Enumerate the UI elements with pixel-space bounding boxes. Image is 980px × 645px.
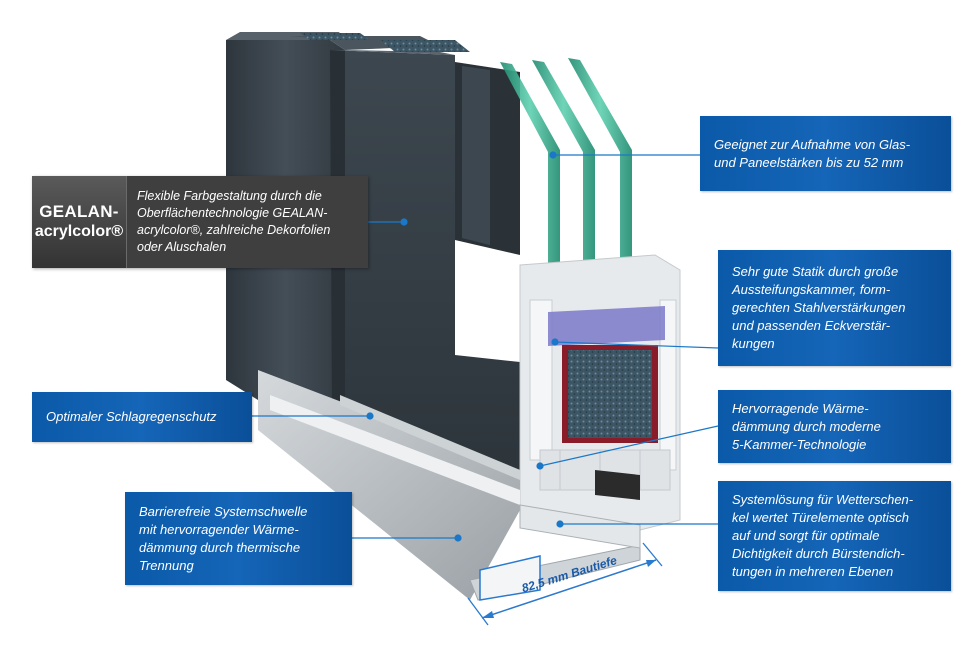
- leader-statik: [554, 341, 719, 349]
- threshold-text: Barrierefreie Systemschwelle mit hervorr…: [139, 503, 308, 573]
- threshold-callout: Barrierefreie Systemschwelle mit hervorr…: [125, 492, 352, 585]
- logo-line2: acrylcolor®: [34, 223, 124, 240]
- statik-text: Sehr gute Statik durch große Aussteifung…: [732, 264, 906, 351]
- glass-text: Geeignet zur Aufnahme von Glas- und Pane…: [714, 136, 911, 170]
- insulation-callout: Hervorragende Wärme- dämmung durch moder…: [718, 390, 951, 463]
- leader-dot-acrylcolor: [400, 218, 408, 226]
- rain-protection-callout: Optimaler Schlagregenschutz: [32, 392, 252, 442]
- door-leaf: [300, 33, 520, 505]
- statik-callout: Sehr gute Statik durch große Aussteifung…: [718, 250, 951, 366]
- leader-dot-glass: [549, 151, 557, 159]
- leader-dot-rain: [366, 412, 374, 420]
- leader-insulation: [539, 425, 719, 467]
- insulation-text: Hervorragende Wärme- dämmung durch moder…: [732, 400, 881, 452]
- acrylcolor-text: Flexible Farbgestaltung durch die Oberfl…: [137, 189, 331, 254]
- leader-dot-threshold: [454, 534, 462, 542]
- glass-callout: Geeignet zur Aufnahme von Glas- und Pane…: [700, 116, 951, 191]
- leader-dot-insulation: [536, 462, 544, 470]
- leader-lines: [252, 151, 719, 542]
- rain-protection-text: Optimaler Schlagregenschutz: [46, 409, 217, 424]
- leader-dot-weather: [556, 520, 564, 528]
- logo-line1: GEALAN-: [39, 202, 119, 221]
- weather-bar-text: Systemlösung für Wetterschen- kel wertet…: [732, 492, 914, 579]
- depth-dimension: [467, 542, 663, 626]
- threshold-sill: [258, 370, 641, 601]
- weather-bar-callout: Systemlösung für Wetterschen- kel wertet…: [718, 481, 951, 591]
- leader-dot-statik: [551, 338, 559, 346]
- acrylcolor-callout: GEALAN- acrylcolor® Flexible Farbgestalt…: [32, 176, 368, 268]
- gealan-acrylcolor-logo: GEALAN- acrylcolor®: [32, 176, 127, 268]
- pvc-profile: [519, 254, 681, 531]
